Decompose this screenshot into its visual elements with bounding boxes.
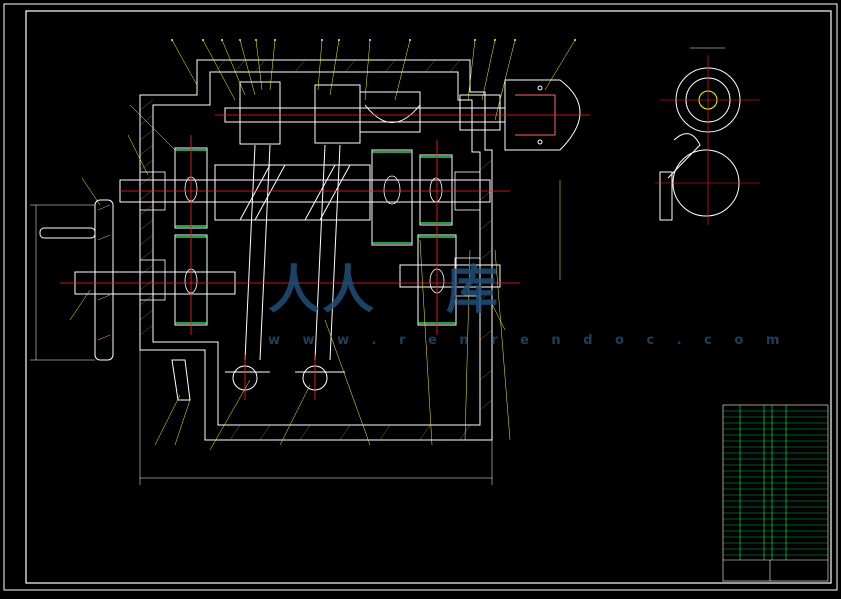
watermark-text: 人人 xyxy=(268,261,377,321)
watermark-logo: 人人 库 xyxy=(268,248,500,323)
inner-border xyxy=(25,10,832,584)
upper-shaft xyxy=(224,81,506,145)
handwheel xyxy=(39,199,114,361)
parts-list-rows xyxy=(723,410,828,556)
balloon-marks xyxy=(171,39,576,41)
dimension-lines xyxy=(30,204,493,485)
shift-forks xyxy=(244,144,341,361)
fork-clamps xyxy=(171,359,345,401)
leader-lines xyxy=(69,39,576,451)
watermark-url: w w w . r e n r e n d o c . c o m xyxy=(268,333,789,348)
centerlines xyxy=(60,114,590,400)
cam-detail-view xyxy=(655,47,760,225)
housing-hatch xyxy=(139,59,493,441)
title-block xyxy=(722,404,829,582)
watermark-text-2: 库 xyxy=(446,261,501,321)
gearbox-housing xyxy=(139,59,493,441)
outer-border xyxy=(3,3,838,591)
